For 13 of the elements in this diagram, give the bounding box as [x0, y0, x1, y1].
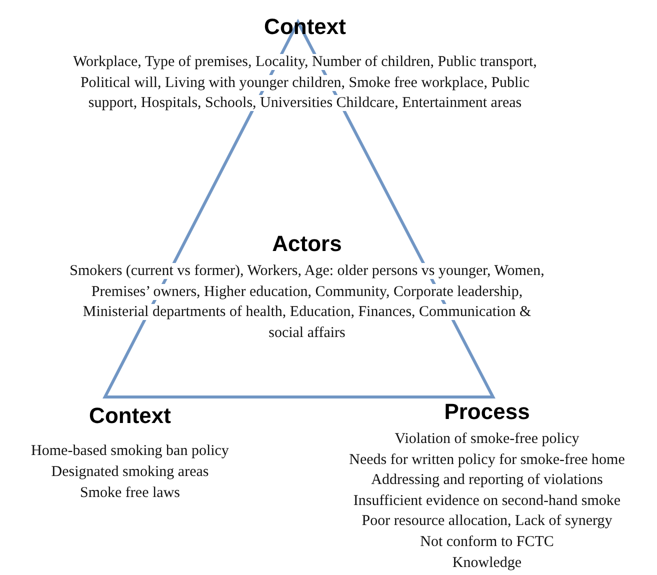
heading: Context — [89, 403, 171, 429]
list-item: Violation of smoke-free policy — [394, 430, 580, 449]
list-item: Smoke free laws — [80, 484, 180, 503]
list-item: Home-based smoking ban policy — [31, 442, 229, 461]
heading: Actors — [272, 231, 342, 257]
heading: Process — [444, 399, 530, 425]
list-item: Insufficient evidence on second-hand smoke — [353, 492, 621, 511]
list-item: Designated smoking areas — [51, 463, 209, 482]
list-item: Not conform to FCTC — [420, 533, 554, 552]
list-item: Needs for written policy for smoke-free home — [349, 450, 625, 470]
list-item: Addressing and reporting of violations — [371, 471, 603, 490]
list-item: Knowledge — [452, 554, 522, 573]
list-item: Poor resource allocation, Lack of synergy — [362, 512, 612, 532]
